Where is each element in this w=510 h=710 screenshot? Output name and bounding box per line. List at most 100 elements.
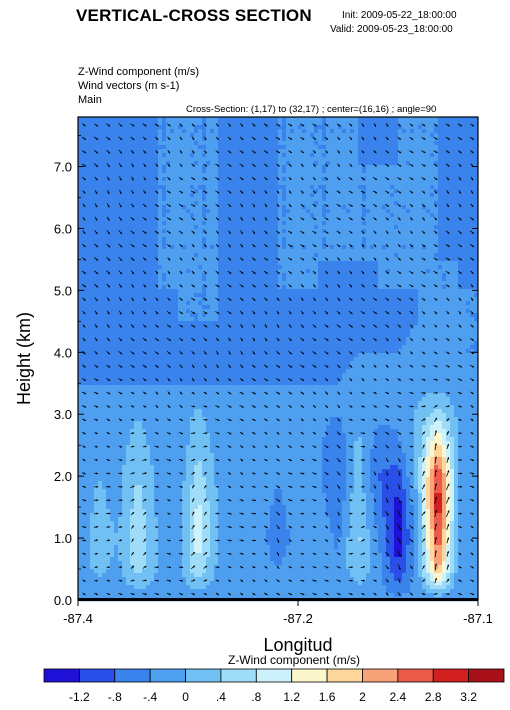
contour-cell (170, 189, 175, 194)
contour-cell (290, 229, 295, 234)
contour-cell (226, 253, 231, 258)
contour-cell (362, 269, 367, 274)
contour-cell (242, 125, 247, 130)
contour-cell (214, 177, 219, 182)
contour-cell (458, 301, 463, 306)
contour-cell (434, 269, 439, 274)
contour-cell (202, 313, 207, 318)
contour-cell (422, 233, 427, 238)
contour-cell (194, 165, 199, 170)
contour-cell (290, 117, 295, 122)
contour-cell (86, 177, 91, 182)
contour-cell (266, 269, 271, 274)
contour-cell (386, 153, 391, 158)
contour-cell (430, 193, 435, 198)
contour-cell (106, 285, 111, 290)
contour-cell (458, 145, 463, 150)
contour-cell (178, 141, 183, 146)
contour-cell (94, 277, 99, 282)
contour-cell (466, 229, 471, 234)
contour-cell (210, 309, 215, 314)
contour-cell (418, 261, 423, 266)
contour-cell (130, 153, 135, 158)
contour-cell (158, 181, 163, 186)
contour-cell (114, 277, 119, 282)
contour-cell (182, 281, 187, 286)
contour-cell (374, 233, 379, 238)
contour-cell (154, 261, 159, 266)
contour-cell (410, 121, 415, 126)
contour-cell (126, 245, 131, 250)
contour-cell (302, 177, 307, 182)
contour-cell (86, 201, 91, 206)
contour-cell (314, 237, 319, 242)
contour-cell (286, 257, 291, 262)
contour-cell (346, 265, 351, 270)
contour-cell (250, 189, 255, 194)
contour-cell (106, 153, 111, 158)
contour-cell (346, 201, 351, 206)
contour-cell (258, 145, 263, 150)
contour-cell (186, 125, 191, 130)
contour-cell (154, 285, 159, 290)
contour-cell (174, 133, 179, 138)
contour-cell (462, 277, 467, 282)
contour-cell (446, 245, 451, 250)
contour-cell (306, 217, 311, 222)
contour-cell (294, 133, 299, 138)
contour-cell (254, 285, 259, 290)
contour-cell (250, 237, 255, 242)
contour-cell (314, 249, 319, 254)
contour-cell (318, 269, 323, 274)
contour-cell (366, 149, 371, 154)
contour-cell (198, 149, 203, 154)
contour-cell (442, 145, 447, 150)
contour-cell (238, 285, 243, 290)
contour-cell (134, 305, 139, 310)
contour-cell (458, 229, 463, 234)
contour-cell (262, 261, 267, 266)
contour-cell (386, 289, 391, 294)
contour-cell (82, 209, 87, 214)
contour-cell (186, 257, 191, 262)
contour-cell (354, 293, 359, 298)
contour-cell (198, 173, 203, 178)
contour-cell (318, 169, 323, 174)
contour-cell (390, 225, 395, 230)
contour-cell (154, 229, 159, 234)
contour-cell (198, 249, 203, 254)
contour-cell (190, 141, 195, 146)
contour-cell (290, 309, 295, 314)
contour-cell (310, 309, 315, 314)
contour-cell (210, 137, 215, 142)
contour-cell (398, 301, 403, 306)
contour-cell (146, 237, 151, 242)
contour-cell (90, 153, 95, 158)
contour-cell (390, 289, 395, 294)
contour-cell (310, 117, 315, 122)
contour-cell (358, 229, 363, 234)
contour-cell (426, 265, 431, 270)
contour-cell (466, 213, 471, 218)
contour-cell (126, 233, 131, 238)
contour-cell (114, 197, 119, 202)
contour-cell (438, 245, 443, 250)
contour-cell (430, 245, 435, 250)
contour-cell (410, 229, 415, 234)
contour-cell (394, 301, 399, 306)
contour-cell (150, 305, 155, 310)
contour-cell (438, 209, 443, 214)
contour-cell (330, 233, 335, 238)
contour-cell (358, 249, 363, 254)
contour-cell (214, 277, 219, 282)
contour-cell (394, 289, 399, 294)
contour-cell (198, 213, 203, 218)
contour-cell (274, 261, 279, 266)
contour-cell (426, 309, 431, 314)
contour-cell (410, 305, 415, 310)
contour-cell (146, 285, 151, 290)
contour-cell (430, 177, 435, 182)
contour-cell (226, 121, 231, 126)
contour-cell (106, 229, 111, 234)
contour-cell (242, 305, 247, 310)
